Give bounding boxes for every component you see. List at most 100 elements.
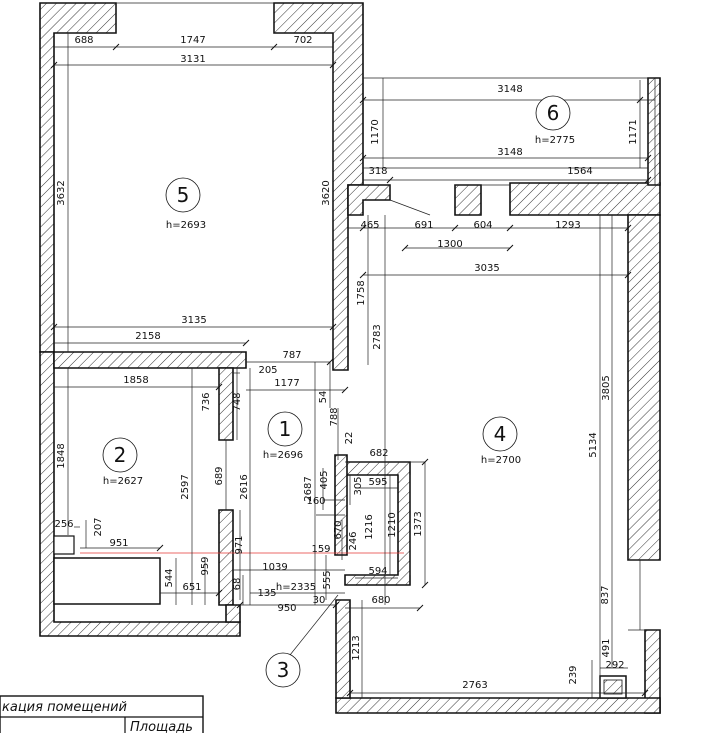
room-number: 3 [277,658,290,682]
dim-label: 256 [54,519,73,530]
room-legend-table: кация помещений Площадь [0,695,204,733]
dim-label: 594 [368,566,387,577]
dim-label: 736 [201,392,212,411]
dim-label: 1213 [351,635,362,660]
room-number: 5 [177,183,190,207]
dim-label: 651 [182,582,201,593]
dim-label: 3148 [497,84,522,95]
wall-room5-top-right [273,2,364,371]
dim-label: 3135 [181,315,206,326]
dimension-lines [54,33,655,698]
room-height: h=2693 [166,220,206,231]
wall-room4-top-left [347,184,391,216]
wall-partition-5-2 [53,351,247,369]
dim-label: 1373 [413,511,424,536]
dim-label: 959 [200,556,211,575]
dim-label: 159 [311,544,330,555]
dim-label: 5134 [588,432,599,457]
dim-label: 3620 [321,180,332,205]
dim-label: 691 [414,220,433,231]
wall-room4-top-main [509,182,661,216]
room-number: 6 [547,101,560,125]
dim-label: 1858 [123,375,148,386]
dim-label: 54 [318,391,329,404]
dim-label: 1177 [274,378,299,389]
dim-label: 688 [74,35,93,46]
dim-label: 702 [293,35,312,46]
dim-label: 2783 [372,324,383,349]
dim-label: 971 [234,535,245,554]
room-label-1: 1 h=2696 [263,411,303,461]
dim-label: 135 [257,588,276,599]
room-label-5: 5 h=2693 [165,177,206,231]
room-label-2: 2 h=2627 [102,437,143,487]
room-number: 4 [494,422,507,446]
room-height: h=2700 [481,455,521,466]
dim-label: 950 [277,603,296,614]
dim-label: 2597 [180,474,191,499]
walls [39,2,661,714]
dim-label: 3632 [56,180,67,205]
dim-label: 1300 [437,239,462,250]
dim-label: 1293 [555,220,580,231]
dimension-labels: 688 1747 702 3131 3632 3620 3135 2158 78… [54,35,639,691]
wall-room5-top-left [39,2,117,353]
room3-leader [289,594,339,656]
wall-room4-right [627,214,661,561]
room-label-6: 6 h=2775 [535,95,575,146]
wall-room4-left-lower [335,599,351,699]
dim-label: 160 [306,496,325,507]
kitchen-counter [53,557,161,605]
dim-label: 1747 [180,35,205,46]
dim-label: 239 [568,665,579,684]
dim-label: 837 [600,585,611,604]
dim-label: 30 [313,595,326,606]
dim-label: 292 [605,660,624,671]
kitchen-sink [53,535,75,555]
wall-corridor-bottom [225,604,241,623]
dim-label: 604 [473,220,492,231]
dim-label: 205 [258,365,277,376]
dim-label: 787 [282,350,301,361]
legend-title: кация помещений [2,700,127,715]
legend-column-area: Площадь [130,720,193,733]
dim-label: 788 [329,407,340,426]
dim-label: 1216 [364,514,375,539]
room-number: 1 [279,417,292,441]
dim-label: 465 [360,220,379,231]
room-number: 2 [114,443,127,467]
room-height: h=2335 [276,582,316,593]
dim-label: 951 [109,538,128,549]
room-height: h=2775 [535,135,575,146]
dim-label: 3131 [180,54,205,65]
dim-label: 670 [333,520,344,539]
dim-label: 682 [369,448,388,459]
dim-label: 2763 [462,680,487,691]
room-label-4: 4 h=2700 [481,416,521,466]
dim-label: 2158 [135,331,160,342]
wall-room4-bottom [335,697,661,714]
dim-label: 318 [368,166,387,177]
dim-label: 1170 [370,119,381,144]
dim-label: 2616 [239,474,250,499]
dim-label: 555 [322,570,333,589]
dim-label: 1039 [262,562,287,573]
dim-label: 1171 [628,119,639,144]
room-height: h=2627 [103,476,143,487]
dim-label: 3035 [474,263,499,274]
dim-label: 680 [371,595,390,606]
dim-label: 1848 [56,443,67,468]
dim-label: 595 [368,477,387,488]
dim-label: 748 [232,392,243,411]
room6-outline [363,77,656,216]
dim-label: 22 [344,432,355,445]
dim-label: 1210 [387,512,398,537]
wall-room4-top-right [454,184,482,216]
dim-label: 305 [353,476,364,495]
dim-label: 1758 [356,280,367,305]
dim-label: 246 [348,531,359,550]
dimension-ticks [50,43,652,697]
dim-label: 689 [214,466,225,485]
wall-partition-2-1-upper [218,367,234,441]
